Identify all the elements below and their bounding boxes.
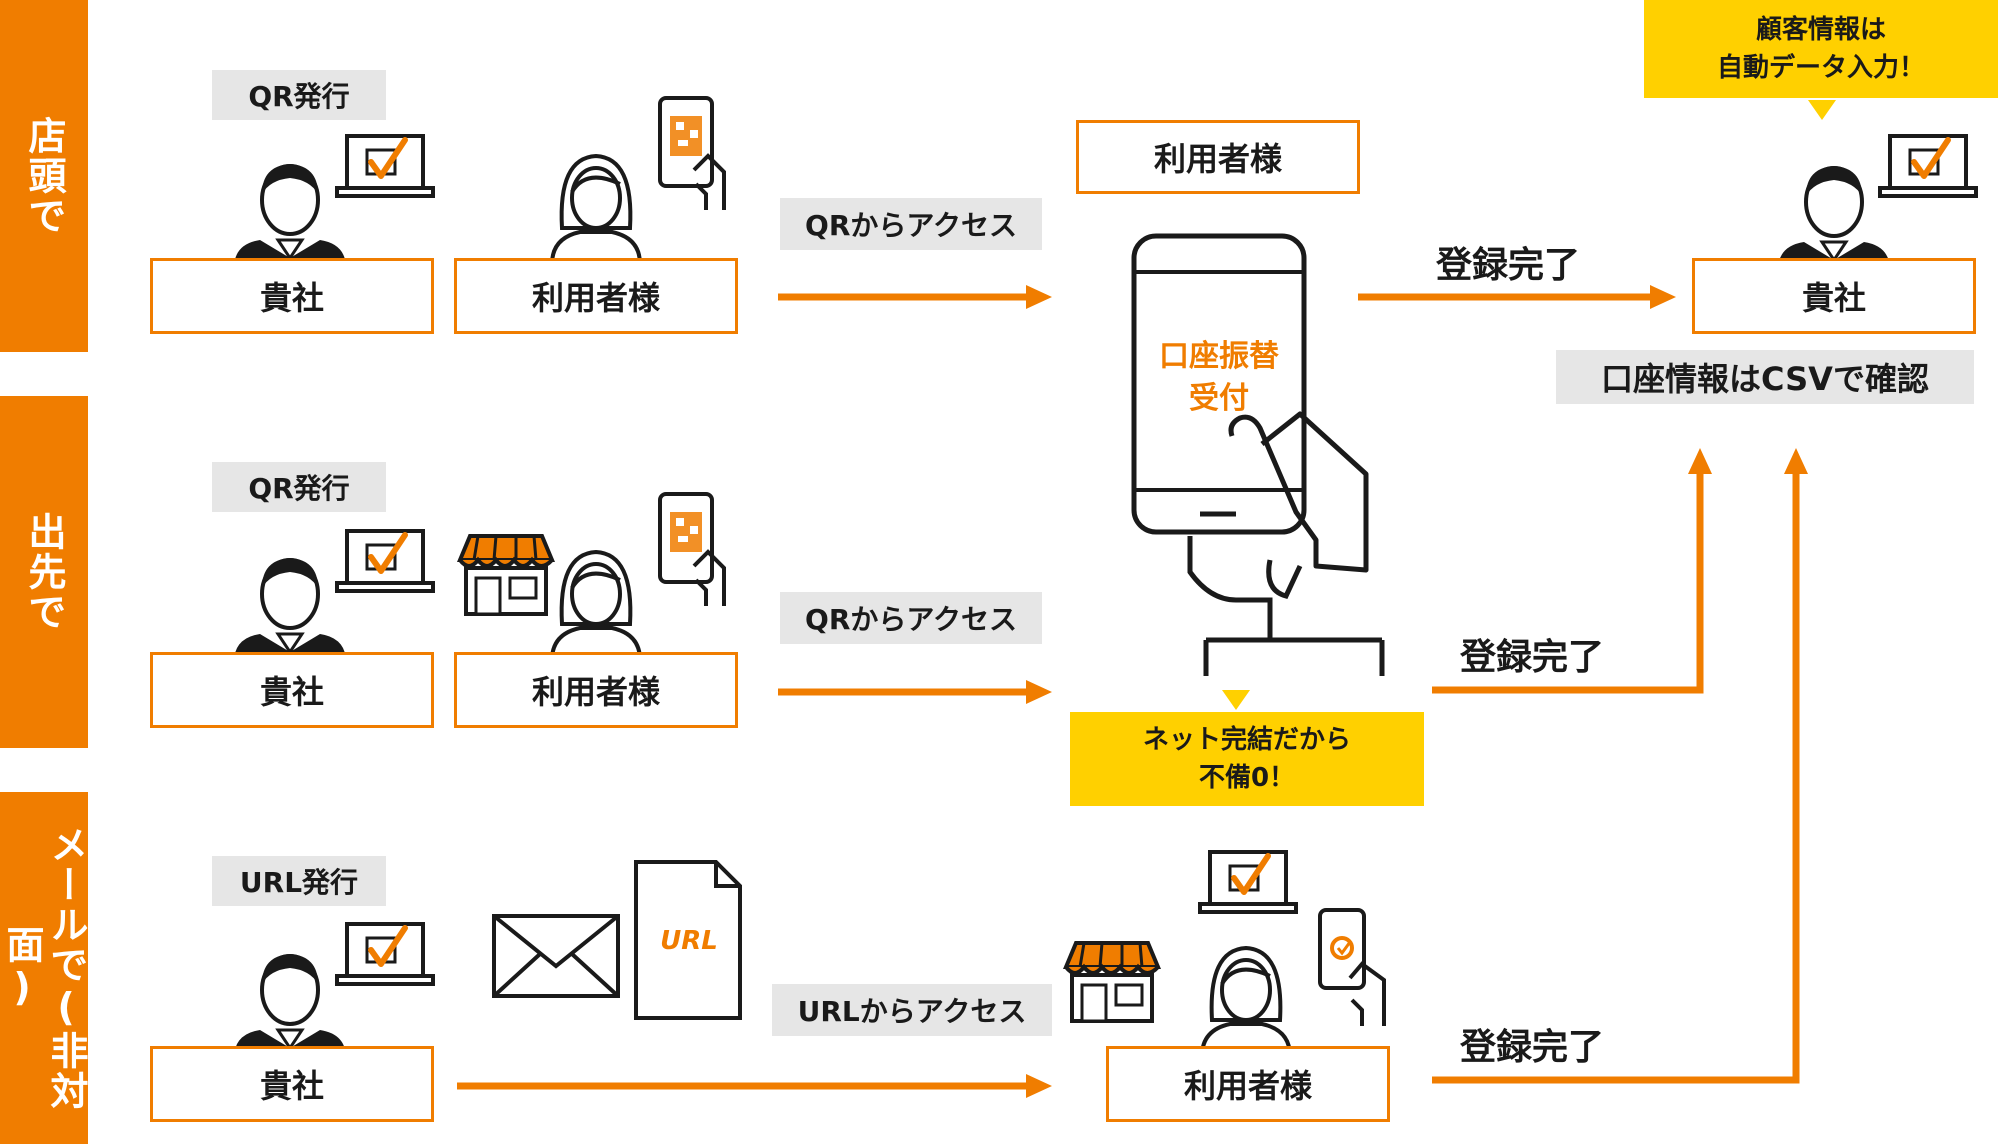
laptop-check-icon (1880, 136, 1976, 196)
phone-qr-icon (658, 492, 726, 608)
company-box: 貴社 (150, 652, 434, 728)
phone-check-icon (1318, 908, 1386, 1026)
qr-access-tag: QRからアクセス (780, 198, 1042, 250)
section-tab-email: メールで(非対面) (0, 792, 88, 1144)
no-error-callout: ネット完結だから 不備0！ (1070, 712, 1424, 806)
qr-issue-tag: QR発行 (212, 70, 386, 120)
company-person-icon (232, 162, 348, 270)
url-issue-tag: URL発行 (212, 856, 386, 906)
user-woman-icon (1200, 946, 1292, 1058)
section-tab-store: 店頭で (0, 0, 88, 352)
company-box: 貴社 (1692, 258, 1976, 334)
store-icon (458, 534, 554, 616)
phone-screen-text: 口座振替 受付 (1144, 336, 1294, 420)
user-box: 利用者様 (1106, 1046, 1390, 1122)
laptop-check-icon (337, 531, 433, 591)
registration-complete-label: 登録完了 (1460, 1027, 1605, 1068)
qr-access-tag: QRからアクセス (780, 592, 1042, 644)
user-woman-icon (550, 154, 642, 266)
callout-pointer (1808, 100, 1836, 120)
qr-issue-tag: QR発行 (212, 462, 386, 512)
registration-complete-label: 登録完了 (1436, 245, 1581, 286)
user-box-top: 利用者様 (1076, 120, 1360, 194)
callout-line1: ネット完結だから (1142, 725, 1351, 755)
phone-qr-icon (658, 96, 726, 212)
url-document-label: URL (660, 926, 718, 956)
callout-line2: 自動データ入力！ (1716, 53, 1925, 83)
callout-line2: 不備0！ (1198, 763, 1296, 793)
registration-complete-label: 登録完了 (1460, 637, 1605, 678)
auto-input-callout: 顧客情報は 自動データ入力！ (1644, 0, 1998, 98)
envelope-icon (492, 914, 620, 998)
url-access-tag: URLからアクセス (772, 984, 1052, 1036)
url-document-icon (634, 860, 742, 1020)
company-person-icon (1776, 164, 1892, 272)
store-icon (1064, 941, 1160, 1023)
callout-pointer (1222, 690, 1250, 710)
laptop-check-icon (337, 924, 433, 984)
callout-line1: 顧客情報は (1755, 15, 1886, 45)
large-phone-hand-icon (1131, 233, 1385, 676)
user-box: 利用者様 (454, 652, 738, 728)
section-tab-outside: 出先で (0, 396, 88, 748)
company-person-icon (232, 556, 348, 664)
phone-text-line2: 受付 (1189, 381, 1249, 416)
user-box: 利用者様 (454, 258, 738, 334)
company-box: 貴社 (150, 1046, 434, 1122)
laptop-check-icon (1200, 852, 1296, 912)
company-person-icon (232, 952, 348, 1060)
csv-note-tag: 口座情報はCSVで確認 (1556, 350, 1974, 404)
company-box: 貴社 (150, 258, 434, 334)
user-woman-icon (550, 550, 642, 662)
arrow-row2-complete (1432, 470, 1704, 694)
laptop-check-icon (337, 136, 433, 196)
phone-text-line1: 口座振替 (1159, 339, 1279, 374)
arrow-row3-complete (1432, 470, 1800, 1084)
